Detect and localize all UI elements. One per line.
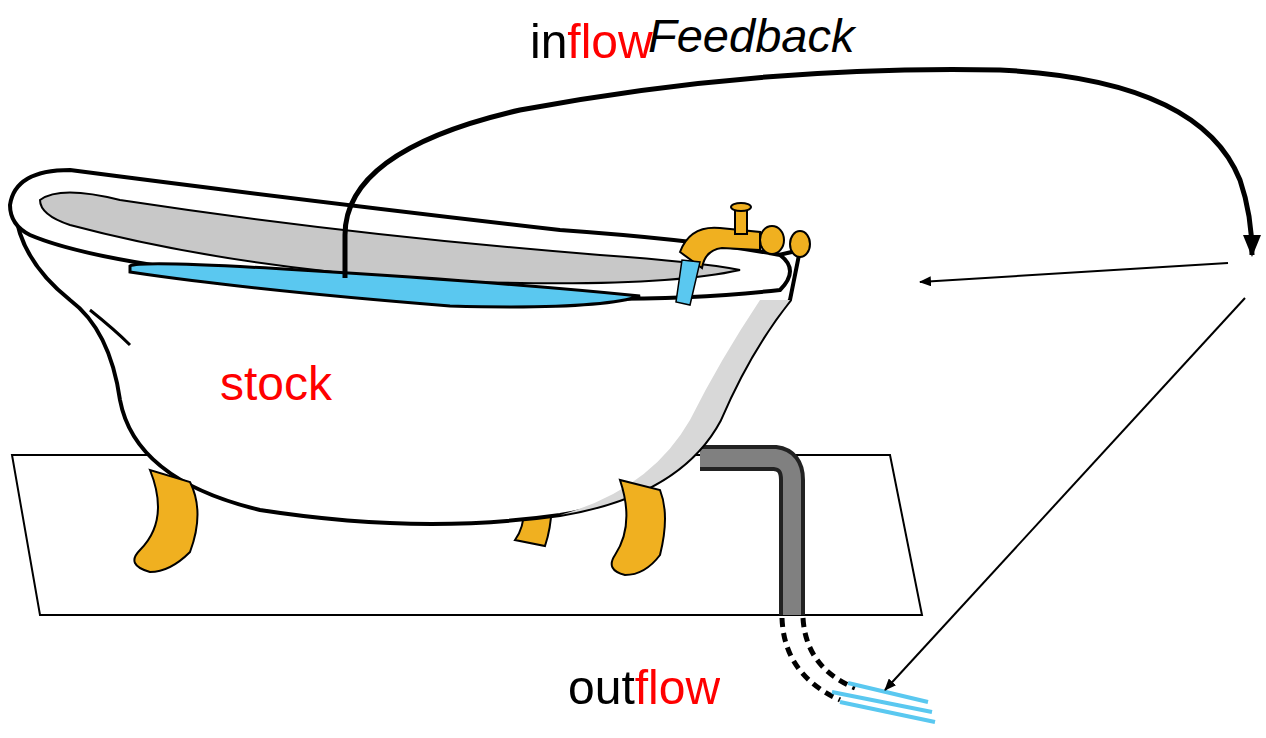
drain-dashed bbox=[803, 618, 855, 688]
drain-pipe-outline bbox=[700, 458, 792, 615]
stock-label: stock bbox=[220, 360, 332, 408]
inflow-water bbox=[676, 260, 700, 305]
feedback-arrow bbox=[920, 263, 1228, 282]
faucet-knob bbox=[760, 226, 784, 254]
tub-contour bbox=[90, 310, 130, 345]
feedback-arrow bbox=[345, 70, 1252, 279]
faucet-knob bbox=[790, 231, 810, 257]
tub-leg bbox=[134, 470, 197, 572]
tub-leg bbox=[612, 480, 665, 575]
inflow-label: inflow bbox=[530, 18, 653, 66]
outflow-label: outflow bbox=[568, 664, 720, 712]
feedback-label: Feedback bbox=[648, 12, 854, 59]
drain-pipe bbox=[700, 458, 792, 615]
feedback-arrow bbox=[885, 298, 1245, 690]
outflow-water bbox=[832, 683, 935, 722]
drain-dashed bbox=[782, 618, 840, 700]
faucet-handle bbox=[731, 203, 751, 211]
water-stock bbox=[130, 264, 640, 307]
tub-shade bbox=[560, 300, 790, 515]
